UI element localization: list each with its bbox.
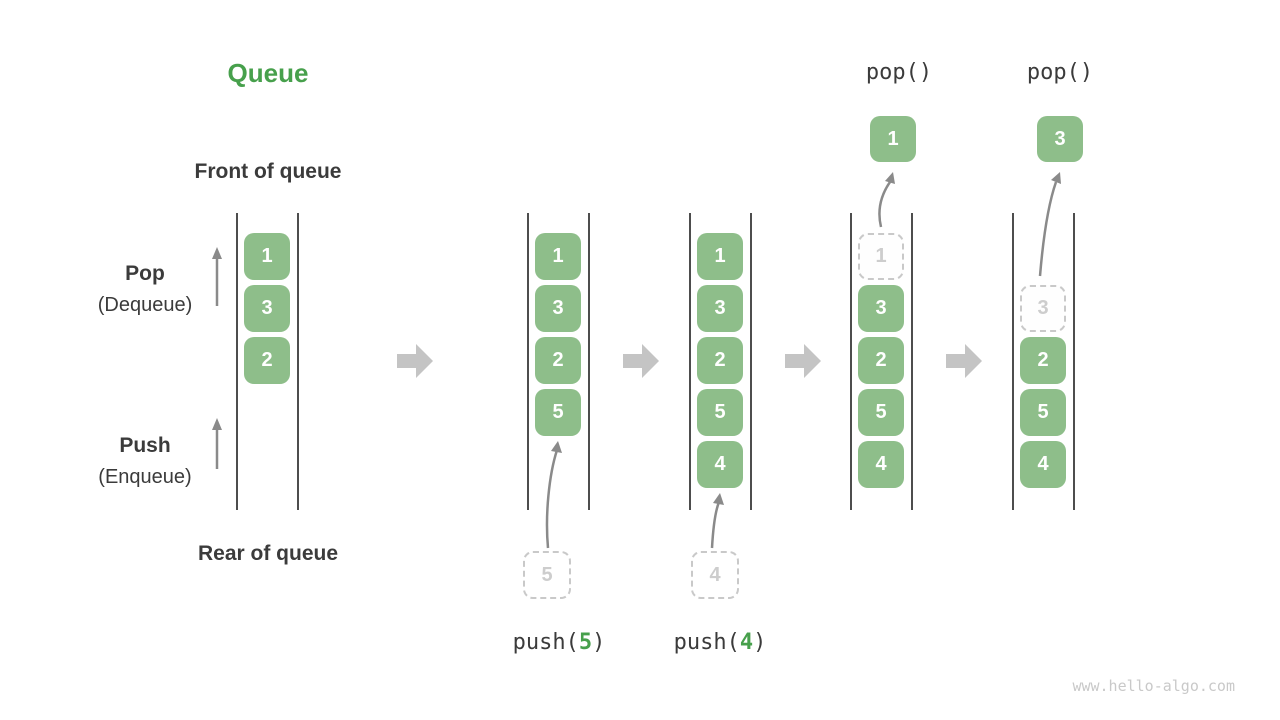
queue-state-3: 1 3 2 5 4 bbox=[689, 213, 752, 510]
push-legend-subtitle: (Enqueue) bbox=[98, 466, 192, 488]
queue-state-5: 3 2 5 4 bbox=[1012, 213, 1075, 510]
op-text: push( bbox=[512, 630, 579, 655]
queue-item-ghost: 1 bbox=[858, 233, 904, 280]
transition-arrow-icon bbox=[397, 344, 433, 378]
transition-arrow-icon bbox=[785, 344, 821, 378]
rear-of-queue-label: Rear of queue bbox=[197, 542, 339, 565]
queue-wall-right bbox=[1073, 213, 1075, 510]
popped-item: 1 bbox=[870, 116, 916, 162]
queue-item: 2 bbox=[1020, 337, 1066, 384]
queue-item: 4 bbox=[1020, 441, 1066, 488]
queue-wall-left bbox=[850, 213, 852, 510]
queue-item: 2 bbox=[535, 337, 581, 384]
queue-state-2: 1 3 2 5 bbox=[527, 213, 590, 510]
site-watermark: www.hello-algo.com bbox=[1072, 677, 1235, 695]
op-argument: 5 bbox=[578, 630, 593, 655]
queue-item-ghost: 3 bbox=[1020, 285, 1066, 332]
queue-state-4: 1 3 2 5 4 bbox=[850, 213, 913, 510]
queue-item: 1 bbox=[535, 233, 581, 280]
queue-item: 1 bbox=[697, 233, 743, 280]
queue-wall-left bbox=[689, 213, 691, 510]
push-5-operation-label: push(5) bbox=[513, 630, 606, 655]
op-text: ) bbox=[592, 630, 606, 655]
queue-item: 3 bbox=[697, 285, 743, 332]
queue-item: 4 bbox=[697, 441, 743, 488]
front-of-queue-label: Front of queue bbox=[194, 160, 342, 183]
queue-item: 2 bbox=[244, 337, 290, 384]
queue-item: 3 bbox=[244, 285, 290, 332]
diagram-title: Queue bbox=[227, 58, 309, 88]
queue-item: 2 bbox=[858, 337, 904, 384]
popped-item: 3 bbox=[1037, 116, 1083, 162]
queue-wall-right bbox=[588, 213, 590, 510]
transition-arrow-icon bbox=[623, 344, 659, 378]
pop-legend: Pop (Dequeue) bbox=[65, 262, 225, 317]
pop-legend-subtitle: (Dequeue) bbox=[97, 294, 193, 316]
op-text: ) bbox=[753, 630, 767, 655]
queue-item: 5 bbox=[535, 389, 581, 436]
queue-item: 4 bbox=[858, 441, 904, 488]
queue-wall-right bbox=[297, 213, 299, 510]
op-text: push( bbox=[673, 630, 740, 655]
staged-item: 4 bbox=[691, 551, 739, 599]
pop-operation-label: pop() bbox=[1026, 60, 1094, 85]
queue-state-1: 1 3 2 bbox=[236, 213, 299, 510]
queue-wall-right bbox=[911, 213, 913, 510]
push-legend: Push (Enqueue) bbox=[65, 434, 225, 489]
queue-item: 5 bbox=[858, 389, 904, 436]
op-argument: 4 bbox=[739, 630, 754, 655]
queue-wall-left bbox=[527, 213, 529, 510]
transition-arrow-icon bbox=[946, 344, 982, 378]
queue-item: 1 bbox=[244, 233, 290, 280]
pop-legend-title: Pop bbox=[125, 262, 165, 285]
queue-item: 5 bbox=[1020, 389, 1066, 436]
staged-item: 5 bbox=[523, 551, 571, 599]
queue-item: 2 bbox=[697, 337, 743, 384]
queue-item: 5 bbox=[697, 389, 743, 436]
pop-operation-label: pop() bbox=[865, 60, 933, 85]
queue-item: 3 bbox=[535, 285, 581, 332]
push-legend-title: Push bbox=[119, 434, 171, 457]
queue-wall-left bbox=[1012, 213, 1014, 510]
queue-wall-right bbox=[750, 213, 752, 510]
push-4-operation-label: push(4) bbox=[674, 630, 767, 655]
queue-wall-left bbox=[236, 213, 238, 510]
queue-item: 3 bbox=[858, 285, 904, 332]
